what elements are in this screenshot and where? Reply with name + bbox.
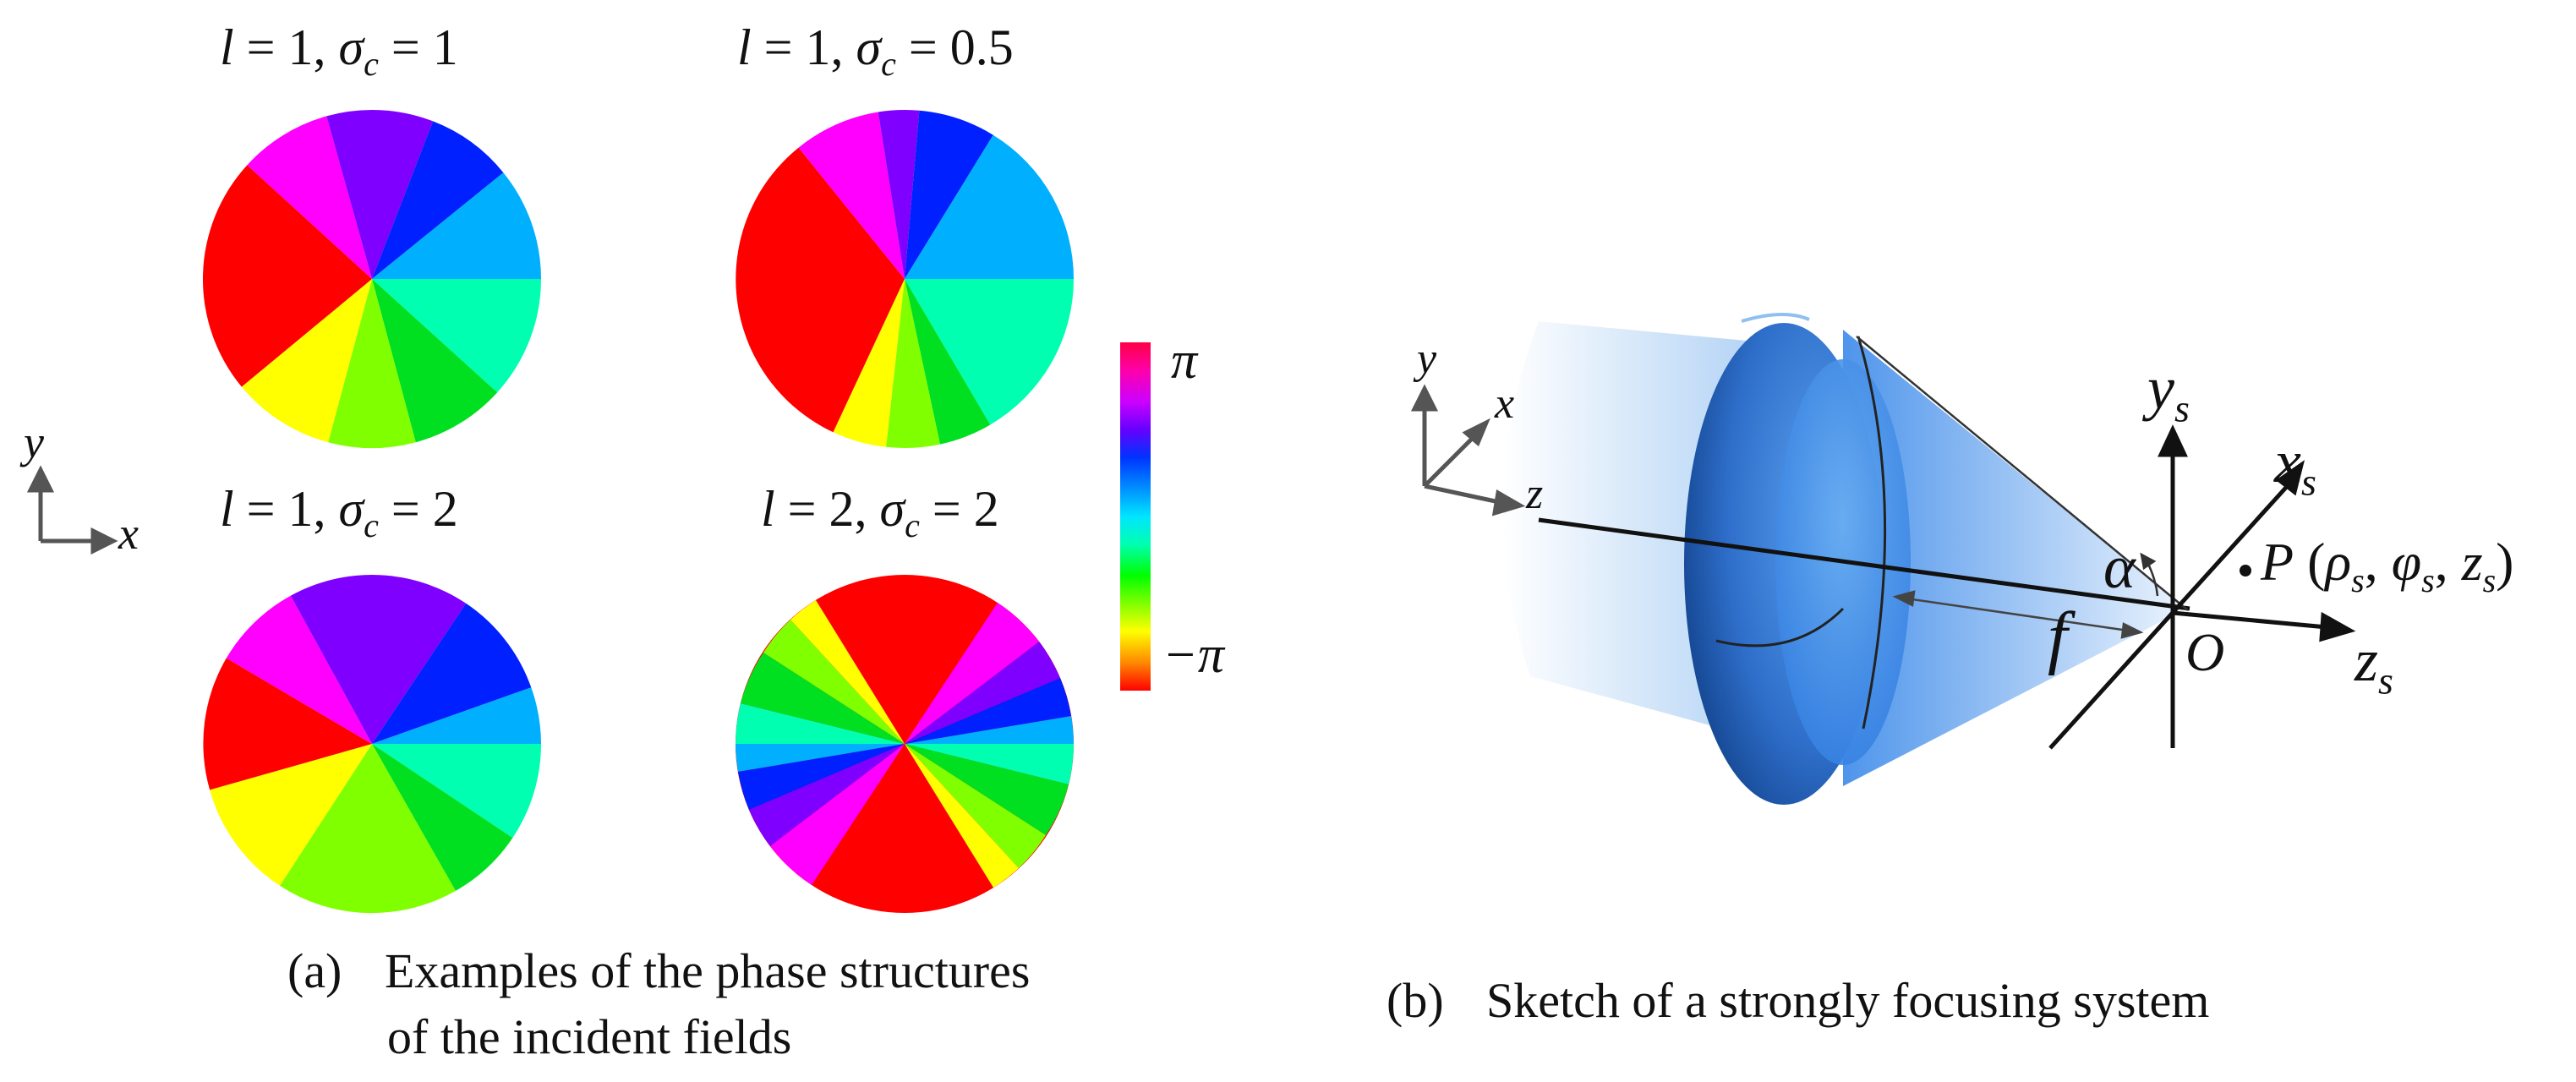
focal-zs-label: zs	[2354, 626, 2393, 702]
focal-xs-label: xs	[2274, 428, 2316, 504]
focal-ys-label: ys	[2147, 354, 2190, 430]
focal-axes	[2048, 424, 2356, 750]
y-axis-label: y	[24, 417, 44, 467]
panel-a-graphics	[26, 109, 1151, 914]
focusing-system-sketch	[1410, 313, 2356, 805]
alpha-label: α	[2103, 533, 2136, 601]
lab-z-label: z	[1526, 470, 1544, 518]
incident-xy-axes	[26, 465, 118, 555]
marginal-ray	[1856, 336, 2189, 611]
angle-alpha-arc	[2140, 552, 2159, 597]
caption-a-tag: (a)	[287, 943, 342, 998]
panel-b: y x z ys xs zs O α f P (ρs, φs, zs) (b) …	[1268, 0, 2576, 1082]
caption-b-tag: (b)	[1386, 973, 1444, 1028]
focal-length-arrow	[1892, 590, 2144, 639]
colorbar-top-label: π	[1171, 332, 1198, 390]
phase-disk-4	[736, 575, 1074, 913]
disk-title-3: l = 1, σc = 2	[220, 481, 458, 544]
x-axis-label: x	[118, 508, 139, 559]
panel-a: l = 1, σc = 1 l = 1, σc = 0.5 l = 1, σc …	[0, 0, 1268, 1082]
phase-disk-2	[736, 110, 1074, 449]
optical-axis	[1538, 517, 2190, 611]
lab-x-label: x	[1495, 380, 1515, 428]
point-p-label: P (ρs, φs, zs)	[2261, 532, 2514, 599]
disk-title-4: l = 2, σc = 2	[761, 481, 999, 544]
caption-b-text: Sketch of a strongly focusing system	[1486, 973, 2210, 1028]
colorbar	[1120, 342, 1151, 691]
disk-title-1: l = 1, σc = 1	[220, 19, 458, 83]
origin-label: O	[2185, 622, 2225, 682]
colorbar-bottom-label: −π	[1162, 626, 1224, 684]
phase-disk-1	[202, 109, 541, 449]
lab-xyz-axes	[1410, 384, 1526, 516]
point-p-dot	[2240, 565, 2251, 577]
caption-a-line2: of the incident fields	[387, 1009, 792, 1064]
focal-length-label: f	[2048, 598, 2068, 676]
focused-cone	[1843, 330, 2186, 786]
phase-disk-3	[203, 575, 542, 914]
caption-a-line1: Examples of the phase structures	[385, 943, 1031, 998]
lab-y-label: y	[1417, 335, 1437, 383]
lens	[1684, 313, 1911, 805]
disk-title-2: l = 1, σc = 0.5	[737, 19, 1014, 83]
